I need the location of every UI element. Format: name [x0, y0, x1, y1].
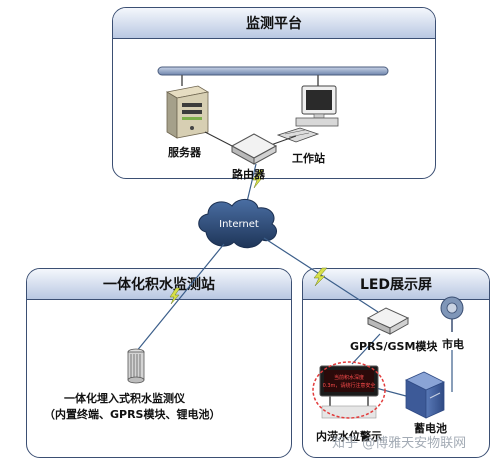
watermark: 知乎 @博雅天安物联网	[332, 436, 467, 451]
workstation-label: 工作站	[292, 152, 325, 165]
led-warning-sign-icon: 当前积水深度 0.3m，请绕行注意安全	[312, 361, 386, 419]
led-display-panel: LED展示屏	[302, 268, 490, 458]
network-bus-bar	[157, 66, 389, 76]
panel-title-monitoring-platform: 监测平台	[113, 8, 435, 39]
monitoring-station-panel: 一体化积水监测站	[26, 268, 292, 458]
server-label: 服务器	[168, 146, 201, 159]
mains-label: 市电	[442, 338, 464, 351]
router-label: 路由器	[232, 168, 265, 181]
link-gprs-led	[351, 333, 381, 365]
water-level-sensor-icon	[127, 348, 145, 384]
internet-cloud-icon	[198, 199, 277, 249]
link-internet-sensor	[135, 243, 225, 353]
sensor-spec-label: （内置终端、GPRS模块、锂电池）	[44, 408, 221, 421]
link-battery-led	[375, 387, 407, 397]
server-icon	[165, 85, 210, 139]
led-warning-label: 内涝水位警示	[316, 430, 382, 443]
link-router-internet	[245, 163, 257, 207]
gprs-module-icon	[366, 307, 410, 335]
router-icon	[230, 133, 278, 165]
lightning-router-link	[252, 169, 264, 189]
workstation-icon	[276, 85, 339, 143]
panel-title-led-display: LED展示屏	[303, 269, 489, 300]
led-line-1: 当前积水深度	[334, 374, 364, 381]
gprs-label: GPRS/GSM模块	[350, 340, 438, 353]
battery-cabinet-icon	[405, 371, 445, 419]
panel-title-monitoring-station: 一体化积水监测站	[27, 269, 291, 300]
internet-label: Internet	[219, 219, 259, 230]
lightning-led-link	[313, 267, 328, 287]
sensor-label: 一体化埋入式积水监测仪	[64, 392, 185, 405]
link-server-router	[204, 131, 237, 149]
battery-label: 蓄电池	[414, 422, 447, 435]
led-line-2: 0.3m，请绕行注意安全	[323, 382, 376, 389]
mains-power-icon	[440, 296, 464, 332]
lightning-station-link	[169, 287, 181, 305]
